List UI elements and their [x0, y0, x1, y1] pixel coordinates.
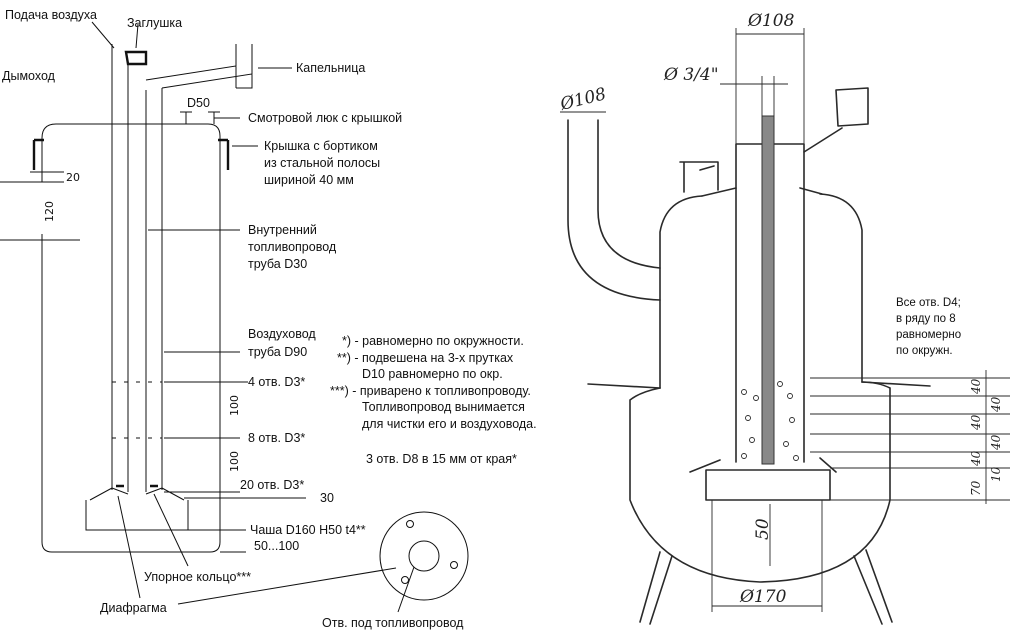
- leader-air: [91, 21, 115, 49]
- disk-leader-long: [177, 567, 397, 605]
- label-lid-1: Крышка с бортиком: [264, 139, 378, 153]
- sketch-note-3: равномерно: [896, 329, 961, 341]
- sd-2: 40: [969, 414, 983, 431]
- disk-title: 3 отв. D8 в 15 мм от края*: [366, 452, 517, 466]
- sketch-fuel-rod: [761, 115, 775, 465]
- label-chimney: Дымоход: [2, 69, 56, 83]
- sketch-holes: [741, 381, 799, 461]
- sketch-dropper: [803, 87, 869, 153]
- label-bowl: Чаша D160 H50 t4**: [250, 523, 366, 537]
- lid-flange-right: [218, 138, 230, 170]
- disk-hole-3: [401, 576, 409, 584]
- sketch-flange: [679, 161, 719, 193]
- plug: [124, 50, 148, 66]
- label-fuel-2: топливопровод: [248, 240, 337, 254]
- disk-leader: [397, 566, 415, 613]
- sd-6: 10: [989, 466, 1003, 482]
- bowl: [85, 500, 189, 531]
- sd-4: 40: [969, 450, 983, 467]
- sketch-lower-bowl: [629, 381, 891, 583]
- right-sketch: Ø108 Ø 3/4" Ø108 50 Ø170 40 40 40 40 40 …: [557, 11, 1010, 625]
- disk-center-hole: [408, 540, 440, 572]
- sketch-dim-108-side: Ø108: [557, 84, 608, 115]
- disk-outer: [379, 511, 469, 601]
- disk-hole-1: [406, 520, 414, 528]
- dropper: [111, 44, 253, 89]
- disk-hole-2: [450, 561, 458, 569]
- sd-0: 40: [969, 378, 983, 395]
- label-fuel-1: Внутренний: [248, 223, 317, 237]
- label-d50: D50: [187, 96, 210, 110]
- note-1: *) - равномерно по окружности.: [342, 334, 524, 348]
- label-fuel-3: труба D30: [248, 257, 307, 271]
- sketch-dim-34: Ø 3/4": [663, 65, 719, 85]
- disk: [177, 511, 469, 613]
- sketch-dims: [560, 28, 1010, 612]
- sketch-dim-108-top: Ø108: [747, 11, 795, 31]
- sketch-body: [659, 193, 863, 389]
- sketch-chimney: [567, 119, 661, 301]
- note-3a: ***) - приварено к топливопроводу.: [330, 384, 531, 398]
- note-2a: **) - подвешена на 3-х прутках: [337, 351, 514, 365]
- sd-1: 40: [989, 396, 1003, 413]
- label-holes-4: 4 отв. D3*: [248, 375, 305, 389]
- sketch-note-2: в ряду по 8: [896, 313, 956, 325]
- label-bowl-gap: 50...100: [254, 539, 299, 553]
- dim-20: 20: [66, 171, 80, 184]
- leader-plug: [135, 23, 139, 49]
- label-holes-8: 8 отв. D3*: [248, 431, 305, 445]
- leader-ring: [153, 493, 189, 567]
- sd-5: 70: [969, 480, 983, 496]
- sd-3: 40: [989, 434, 1003, 451]
- sketch-legs: [639, 549, 893, 625]
- body-outline: [41, 123, 221, 553]
- left-schematic: Подача воздуха Заглушка Капельница Дымох…: [0, 8, 402, 615]
- sketch-dim-50: 50: [753, 518, 773, 540]
- label-lid-3: шириной 40 мм: [264, 173, 354, 187]
- diaphragm: [89, 487, 185, 501]
- dim-100a: 100: [228, 395, 241, 416]
- notes: *) - равномерно по окружности. **) - под…: [322, 334, 537, 630]
- sketch-side-tabs: [689, 457, 837, 473]
- sketch-lip: [587, 381, 931, 389]
- sketch-note-1: Все отв. D4;: [896, 297, 961, 309]
- label-air-duct-2: труба D90: [248, 345, 307, 359]
- dim-100b: 100: [228, 451, 241, 472]
- sketch-note-4: по окружн.: [896, 345, 953, 357]
- label-lid-2: из стальной полосы: [264, 156, 380, 170]
- leader-diaphragm: [117, 495, 141, 599]
- label-diaphragm: Диафрагма: [100, 601, 167, 615]
- label-dropper: Капельница: [296, 61, 365, 75]
- sketch-inner-bowl: [705, 469, 831, 501]
- note-3c: для чистки его и воздуховода.: [362, 417, 537, 431]
- label-stop-ring: Упорное кольцо***: [144, 570, 251, 584]
- note-2b: D10 равномерно по окр.: [362, 367, 503, 381]
- duct-holes: [112, 381, 162, 439]
- label-air-duct-1: Воздуховод: [248, 327, 316, 341]
- disk-hole-label: Отв. под топливопровод: [322, 616, 464, 630]
- note-3b: Топливопровод вынимается: [362, 400, 525, 414]
- sketch-dim-170: Ø170: [739, 587, 787, 607]
- label-hatch: Смотровой люк с крышкой: [248, 111, 402, 125]
- lid-flange-left: [32, 138, 44, 170]
- dim-30: 30: [320, 491, 334, 505]
- label-air-supply: Подача воздуха: [5, 8, 97, 22]
- label-plug: Заглушка: [127, 16, 182, 30]
- label-holes-20: 20 отв. D3*: [240, 478, 304, 492]
- dim-120: 120: [43, 201, 56, 222]
